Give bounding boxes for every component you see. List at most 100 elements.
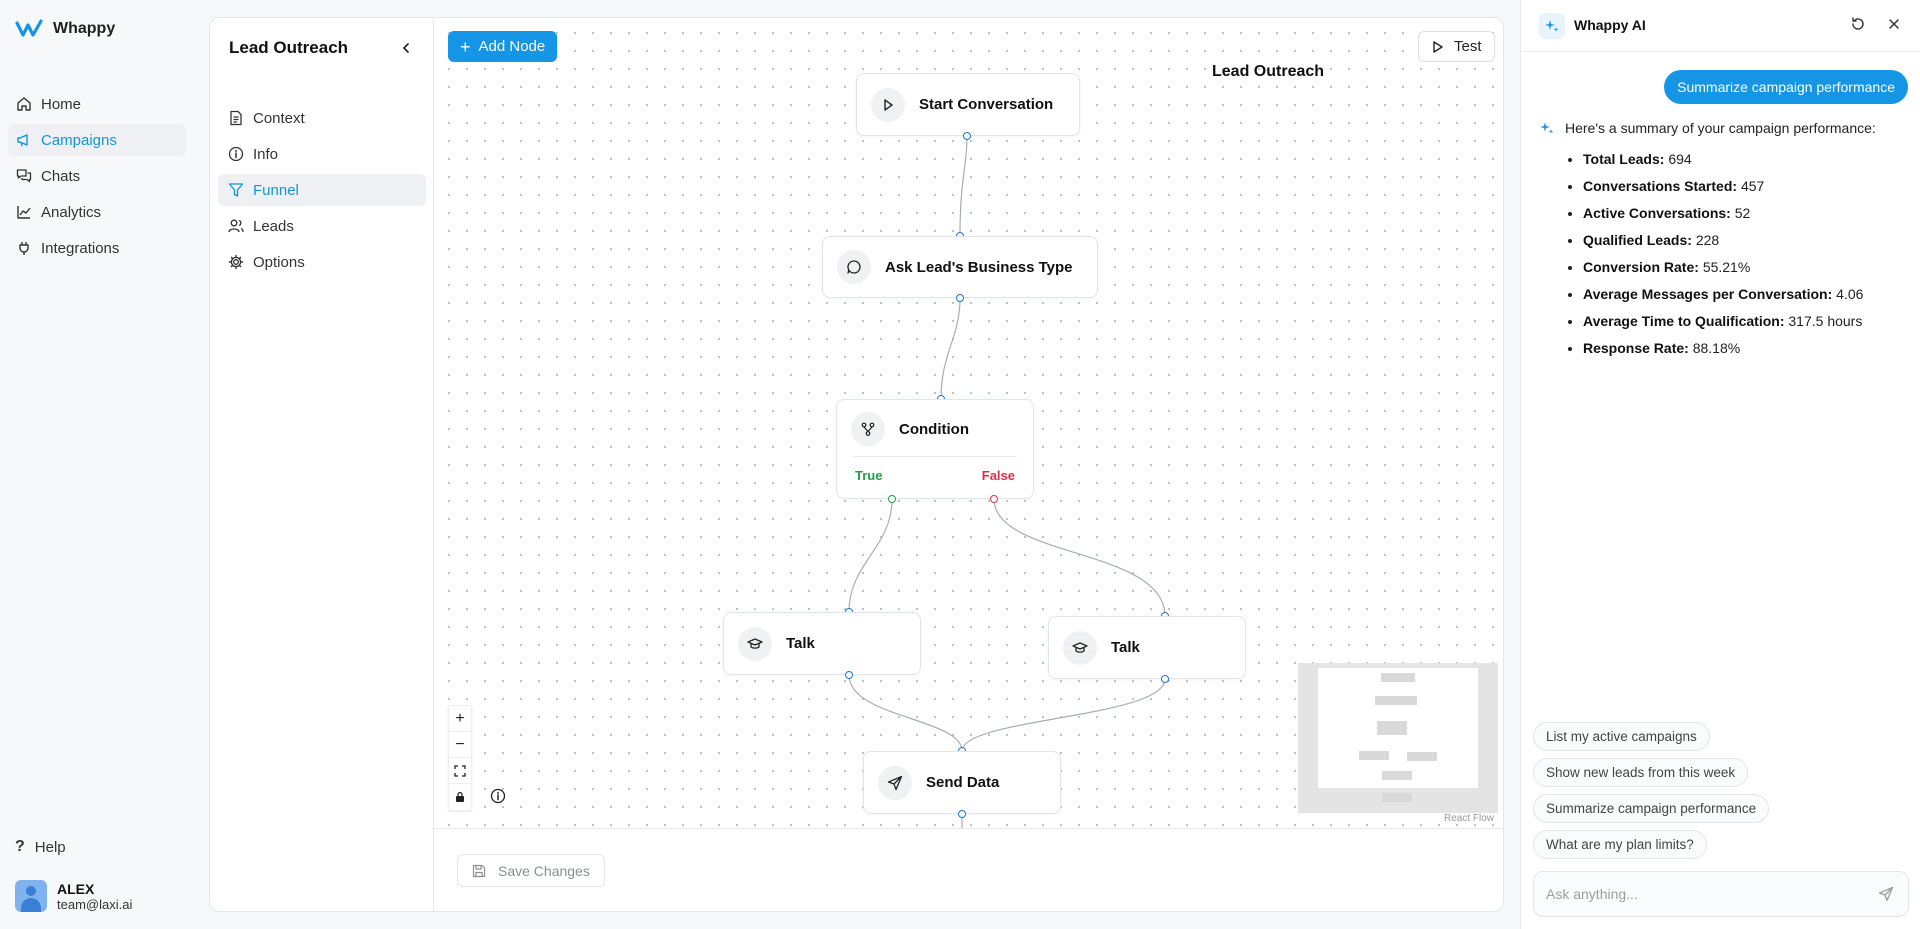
subnav-item-leads[interactable]: Leads [218,210,426,242]
message-bubble-icon [837,250,871,284]
brand-logo[interactable]: Whappy [15,18,115,40]
gear-icon [228,254,244,270]
lock-button[interactable] [449,784,471,810]
subnav-item-info[interactable]: Info [218,138,426,170]
question-mark-icon: ? [15,838,25,855]
stat-item: Total Leads: 694 [1583,146,1895,173]
condition-true-label: True [855,468,883,483]
ai-chat-panel: Whappy AI Summarize campaign performance… [1520,0,1920,929]
node-ask-business-type[interactable]: Ask Lead's Business Type [822,236,1098,298]
edge-talk-right-send [961,678,1166,752]
stat-item: Qualified Leads: 228 [1583,227,1895,254]
user-profile[interactable]: ALEX team@laxi.ai [15,880,132,912]
flow-edges [848,135,1166,828]
stat-item: Response Rate: 88.18% [1583,335,1895,362]
stats-list: Total Leads: 694 Conversations Started: … [1565,146,1895,362]
stat-item: Active Conversations: 52 [1583,200,1895,227]
minimap-node [1375,696,1417,705]
minimap-node [1407,752,1437,761]
chevron-left-icon [402,43,409,53]
play-circle-icon [871,87,905,122]
save-changes-button[interactable]: Save Changes [457,854,605,887]
nav-label: Campaigns [41,131,117,149]
react-flow-attribution[interactable]: React Flow [1444,813,1495,824]
close-chat-button[interactable] [1886,16,1902,37]
false-handle[interactable] [990,495,998,503]
node-talk-left[interactable]: Talk [723,612,921,675]
suggestion-chip[interactable]: What are my plan limits? [1533,830,1707,859]
edge-talk-left-send [848,674,963,752]
chat-input[interactable] [1546,872,1866,916]
stat-item: Conversion Rate: 55.21% [1583,254,1895,281]
graduation-cap-icon [738,626,772,661]
node-handle[interactable] [963,132,971,140]
sparkle-icon [1539,13,1565,39]
edge-ask-condition [940,297,961,400]
node-start-conversation[interactable]: Start Conversation [856,73,1080,136]
condition-false-label: False [981,468,1015,483]
minimap-node [1382,793,1412,802]
info-icon [228,146,244,162]
nav-label: Home [41,95,82,113]
node-handle[interactable] [845,671,853,679]
node-talk-right[interactable]: Talk [1048,616,1246,679]
subnav-item-options[interactable]: Options [218,246,426,278]
subnav-label: Leads [253,217,294,235]
true-handle[interactable] [888,495,896,503]
nav-item-chats[interactable]: Chats [8,160,186,192]
zoom-in-button[interactable]: + [449,706,471,732]
user-name: ALEX [57,880,95,897]
plug-icon [19,242,29,255]
test-button[interactable]: Test [1418,31,1495,62]
users-icon [228,219,244,233]
zoom-out-button[interactable]: − [449,732,471,758]
nav-item-home[interactable]: Home [8,88,186,120]
node-handle[interactable] [958,810,966,818]
nav-item-campaigns[interactable]: Campaigns [8,124,186,156]
campaign-title: Lead Outreach [229,38,349,57]
node-label: Condition [899,420,969,438]
stat-item: Conversations Started: 457 [1583,173,1895,200]
ai-message: Here's a summary of your campaign perfor… [1565,116,1895,362]
test-label: Test [1454,38,1482,55]
minimap-node [1359,751,1389,760]
fit-view-button[interactable] [449,758,471,784]
nav-label: Analytics [41,203,102,221]
funnel-icon [228,183,244,197]
send-icon [1878,886,1894,902]
subnav-item-funnel[interactable]: Funnel [218,174,426,206]
minimap-node [1377,721,1407,735]
edge-true-talk [848,498,893,613]
nav-label: Integrations [41,239,120,257]
minimap[interactable] [1298,663,1498,813]
collapse-button[interactable] [396,38,416,58]
help-link[interactable]: ? Help [15,838,66,856]
user-message: Summarize campaign performance [1664,70,1908,104]
chat-header: Whappy AI [1521,0,1920,52]
zoom-controls: + − [448,705,472,811]
graduation-cap-icon [1063,630,1097,665]
subnav-item-context[interactable]: Context [218,102,426,134]
line-chart-icon [17,206,31,219]
info-icon [490,788,506,804]
node-condition[interactable]: Condition True False [836,399,1034,499]
suggestion-chip[interactable]: List my active campaigns [1533,722,1710,751]
send-button[interactable] [1878,886,1894,907]
nav-item-analytics[interactable]: Analytics [8,196,186,228]
node-handle[interactable] [1161,675,1169,683]
suggestion-chips: List my active campaigns Show new leads … [1533,722,1913,866]
condition-divider [853,456,1017,457]
add-node-button[interactable]: + Add Node [448,31,558,62]
nav-item-integrations[interactable]: Integrations [8,232,186,264]
chat-bubbles-icon [16,169,32,183]
suggestion-chip[interactable]: Summarize campaign performance [1533,794,1770,823]
canvas-info-button[interactable] [490,788,506,809]
edge-false-talk [993,498,1166,617]
reset-chat-button[interactable] [1850,16,1866,37]
suggestion-chip[interactable]: Show new leads from this week [1533,758,1749,787]
flow-canvas[interactable]: + Add Node Test Lead Outreach Start Conv… [434,18,1503,828]
node-label: Talk [786,635,815,652]
plus-icon: + [455,709,465,727]
node-handle[interactable] [956,294,964,302]
node-send-data[interactable]: Send Data [863,751,1061,814]
